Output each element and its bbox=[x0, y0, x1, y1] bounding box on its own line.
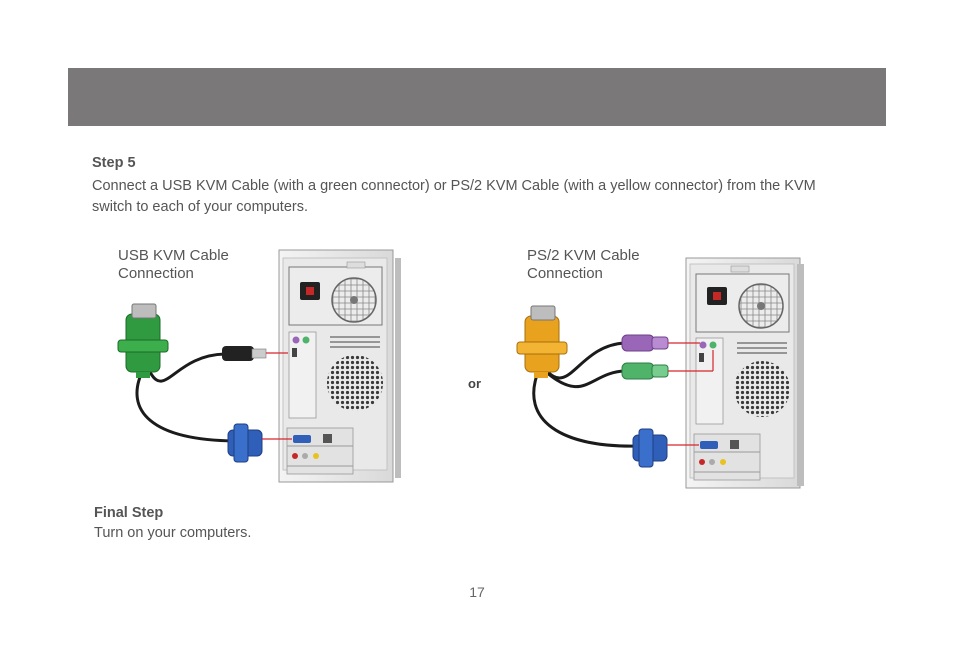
ps2-kvm-cable bbox=[516, 305, 714, 468]
ps2-caption: PS/2 KVM Cable Connection bbox=[527, 247, 640, 283]
ps2-caption-line-1: PS/2 KVM Cable bbox=[527, 247, 640, 264]
green-ps2-keyboard-plug bbox=[621, 362, 669, 380]
step-5-title: Step 5 bbox=[92, 155, 136, 171]
or-label: or bbox=[468, 376, 481, 391]
page-number: 17 bbox=[469, 584, 485, 600]
usb-caption: USB KVM Cable Connection bbox=[118, 247, 229, 283]
usb-caption-line-2: Connection bbox=[118, 265, 194, 282]
blue-vga-plug bbox=[632, 428, 668, 468]
computer-tower-ps2 bbox=[685, 257, 804, 489]
purple-ps2-mouse-plug bbox=[621, 334, 669, 352]
power-supply bbox=[288, 261, 383, 326]
final-step-title: Final Step bbox=[94, 505, 164, 521]
header-bar bbox=[68, 68, 886, 126]
green-vga-connector bbox=[117, 303, 169, 378]
ps2-caption-line-2: Connection bbox=[527, 265, 603, 282]
yellow-vga-connector bbox=[516, 305, 568, 378]
usb-kvm-cable bbox=[117, 303, 292, 463]
computer-tower-usb bbox=[278, 249, 401, 483]
power-supply bbox=[695, 265, 790, 333]
usb-plug bbox=[222, 346, 267, 361]
usb-caption-line-1: USB KVM Cable bbox=[118, 247, 229, 264]
final-step-instructions: Turn on your computers. bbox=[94, 525, 252, 541]
blue-vga-plug bbox=[227, 423, 263, 463]
step-5-instructions: Connect a USB KVM Cable (with a green co… bbox=[92, 178, 816, 215]
